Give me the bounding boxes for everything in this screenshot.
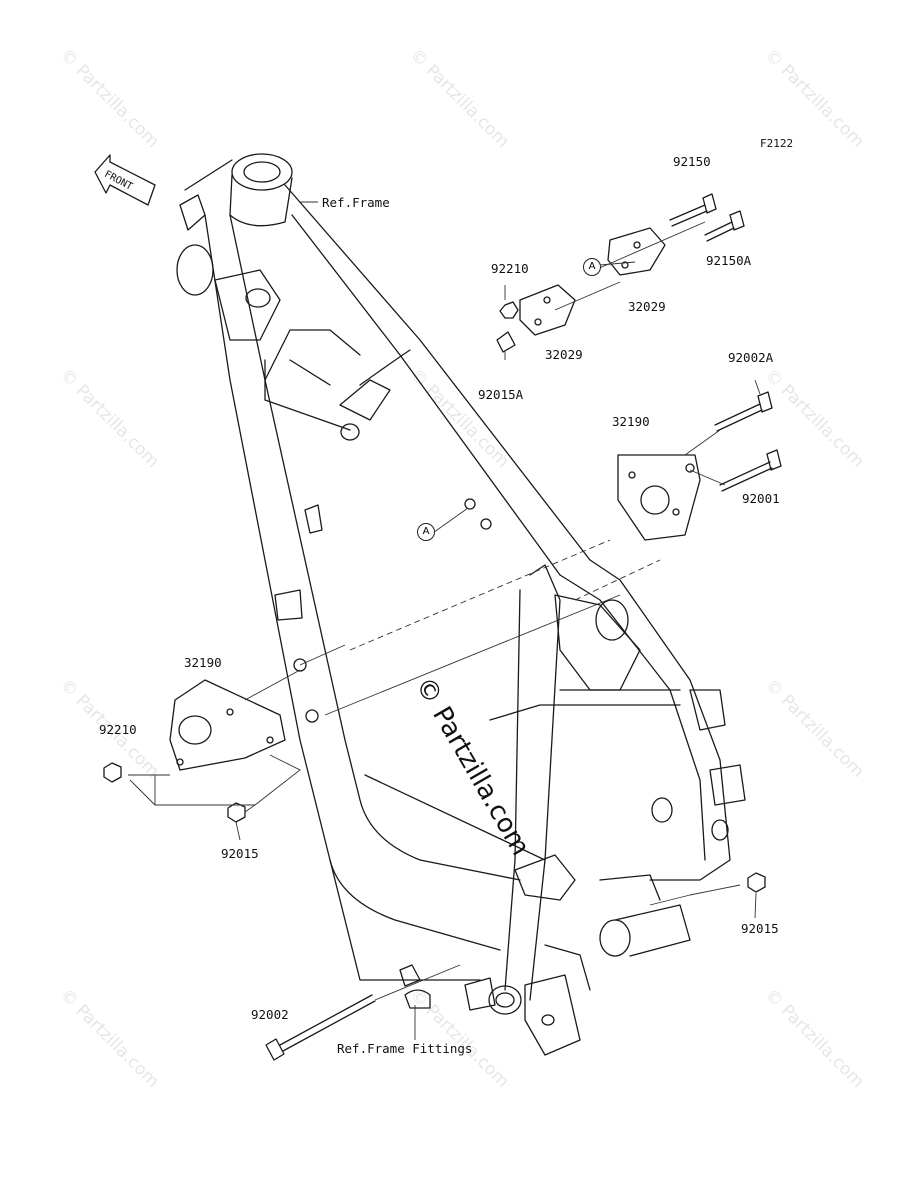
part-32029-b[interactable]: 32029 (545, 347, 583, 362)
part-92001[interactable]: 92001 (742, 491, 780, 506)
ref-frame-label: Ref.Frame (322, 195, 390, 210)
part-92210-left[interactable]: 92210 (99, 722, 137, 737)
part-92015-left[interactable]: 92015 (221, 846, 259, 861)
part-92150A[interactable]: 92150A (706, 253, 752, 268)
part-92002[interactable]: 92002 (251, 1007, 289, 1022)
ref-frame-fittings-label: Ref.Frame Fittings (337, 1041, 473, 1056)
part-32029-a[interactable]: 32029 (628, 299, 666, 314)
callout-a-circle: A (583, 258, 601, 276)
part-92150[interactable]: 92150 (673, 154, 711, 169)
part-92015-right[interactable]: 92015 (741, 921, 779, 936)
part-32190-left[interactable]: 32190 (184, 655, 222, 670)
diagram-code: F2122 (760, 137, 794, 150)
part-92015A[interactable]: 92015A (478, 387, 524, 402)
part-92210-top[interactable]: 92210 (491, 261, 529, 276)
callout-a-circle: A (417, 523, 435, 541)
part-92002A[interactable]: 92002A (728, 350, 774, 365)
part-32190-right[interactable]: 32190 (612, 414, 650, 429)
